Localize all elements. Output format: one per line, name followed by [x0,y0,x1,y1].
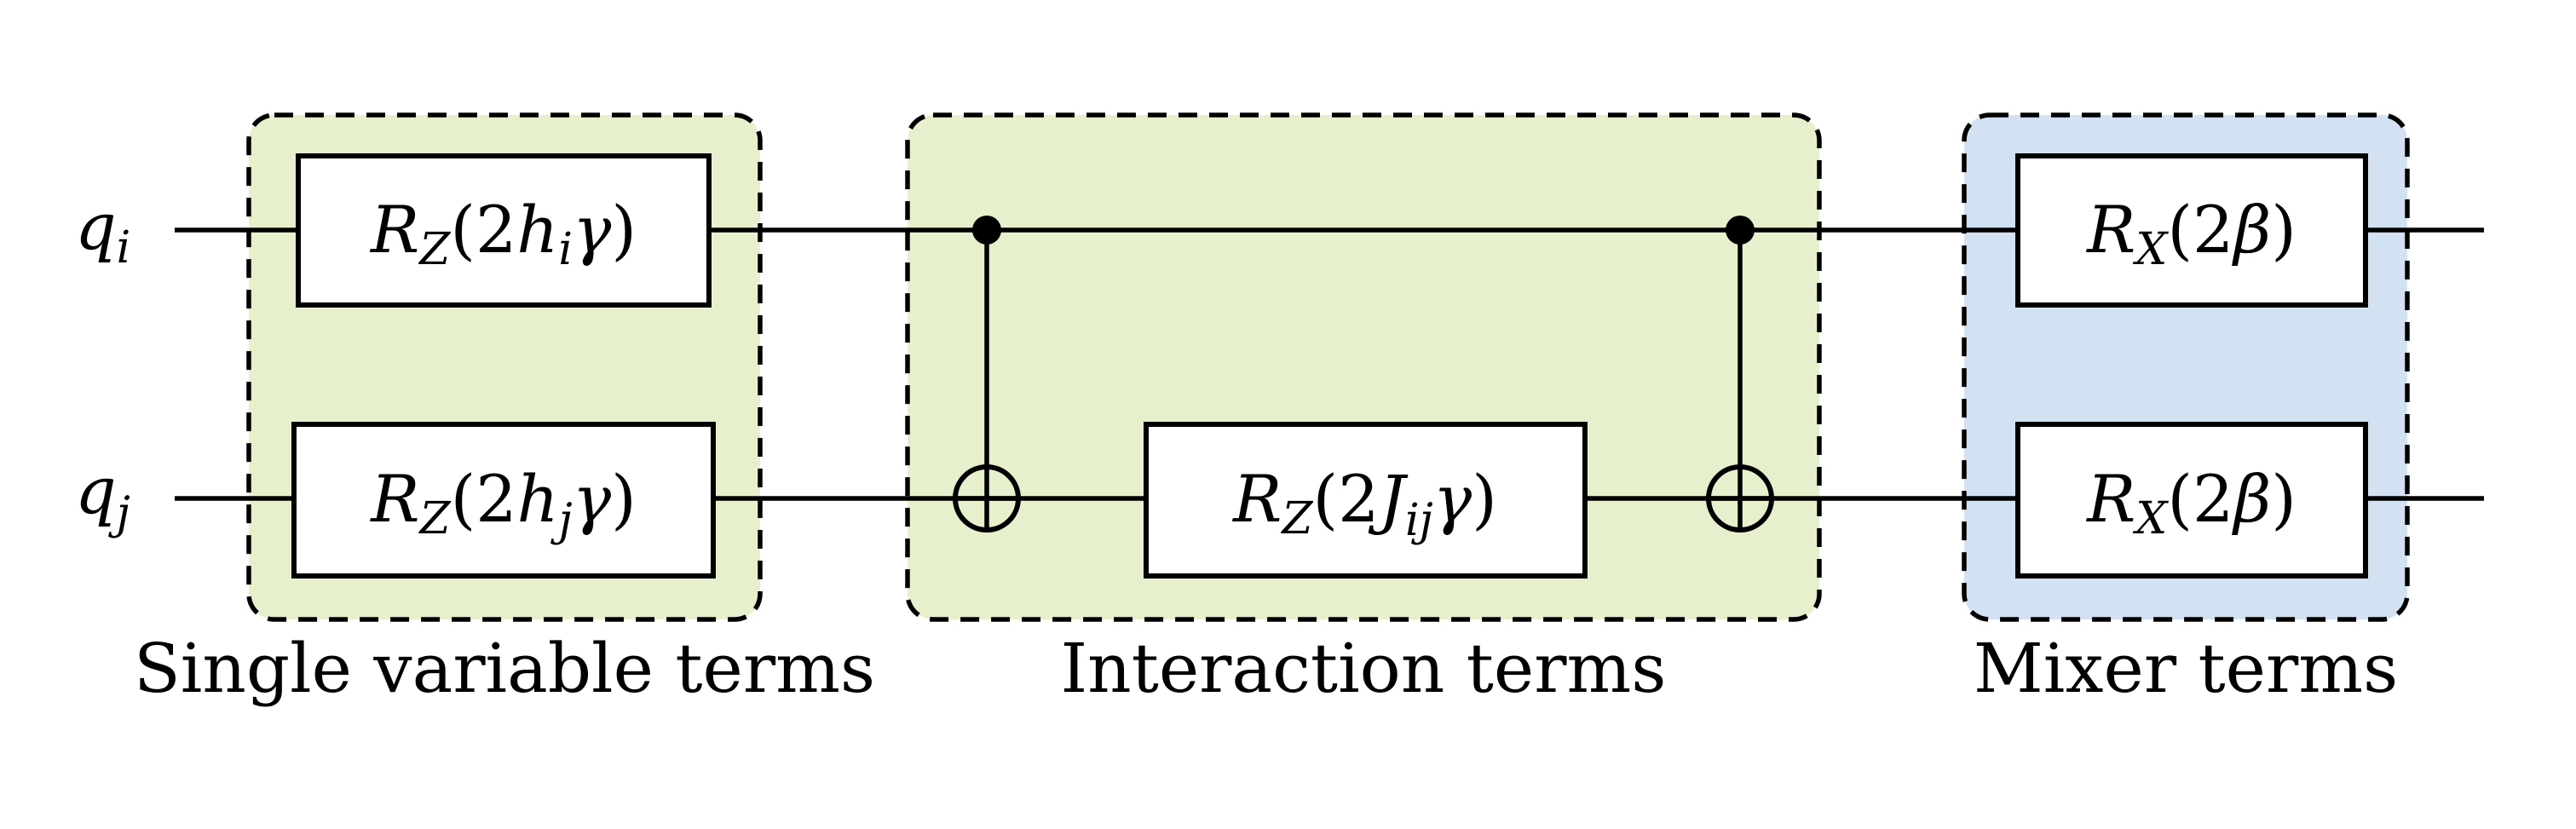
gate-rx-i-box [2015,153,2368,308]
qubit-label-qj: qj [75,452,130,539]
group-label-mixer-terms: Mixer terms [1974,629,2398,708]
group-label-single-variable-terms: Single variable terms [134,629,875,708]
gate-rz-hi-box [296,153,712,308]
gate-rx-i-label: RX(2β) [2085,192,2297,275]
gate-rx-j-box [2015,422,2368,579]
gate-rz-hi-label: RZ(2hiγ) [369,192,637,275]
control-dot-1 [972,216,1001,245]
cnot-gate-2 [1706,216,1774,533]
group-label-interaction-terms: Interaction terms [1061,629,1667,708]
qubit-label-qi: qi [75,188,130,273]
gate-rx-j-label: RX(2β) [2085,461,2297,544]
interaction-terms-group [905,112,1822,622]
gate-rz-jij-label: RZ(2Jijγ) [1231,461,1497,546]
gate-rz-hj-label: RZ(2hjγ) [369,461,637,546]
cnot-gate-1 [953,216,1021,533]
gate-rz-jij-box [1144,422,1588,579]
control-dot-2 [1726,216,1755,245]
gate-rz-hj-box [291,422,716,579]
